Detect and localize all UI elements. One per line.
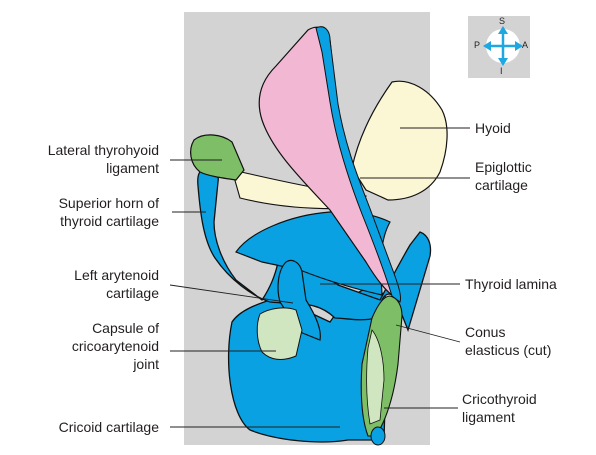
cricoid-lower-tip — [371, 427, 385, 445]
label-cricoid: Cricoid cartilage — [59, 418, 159, 436]
orient-inferior: I — [500, 66, 503, 76]
label-superior-horn: Superior horn of thyroid cartilage — [59, 194, 159, 230]
orient-posterior: P — [474, 40, 480, 50]
orient-superior: S — [499, 16, 505, 26]
orient-anterior: A — [522, 40, 528, 50]
label-thyroid-lamina: Thyroid lamina — [465, 275, 557, 293]
capsule-shape — [257, 308, 302, 360]
label-cricothyroid: Cricothyroid ligament — [462, 390, 537, 426]
label-lateral-thyrohyoid: Lateral thyrohyoid ligament — [48, 141, 159, 177]
label-capsule: Capsule of cricoarytenoid joint — [72, 319, 159, 373]
label-left-arytenoid: Left arytenoid cartilage — [74, 266, 159, 302]
label-conus: Conus elasticus (cut) — [465, 323, 551, 359]
label-epiglottic: Epiglottic cartilage — [475, 158, 532, 194]
label-hyoid: Hyoid — [475, 119, 511, 137]
